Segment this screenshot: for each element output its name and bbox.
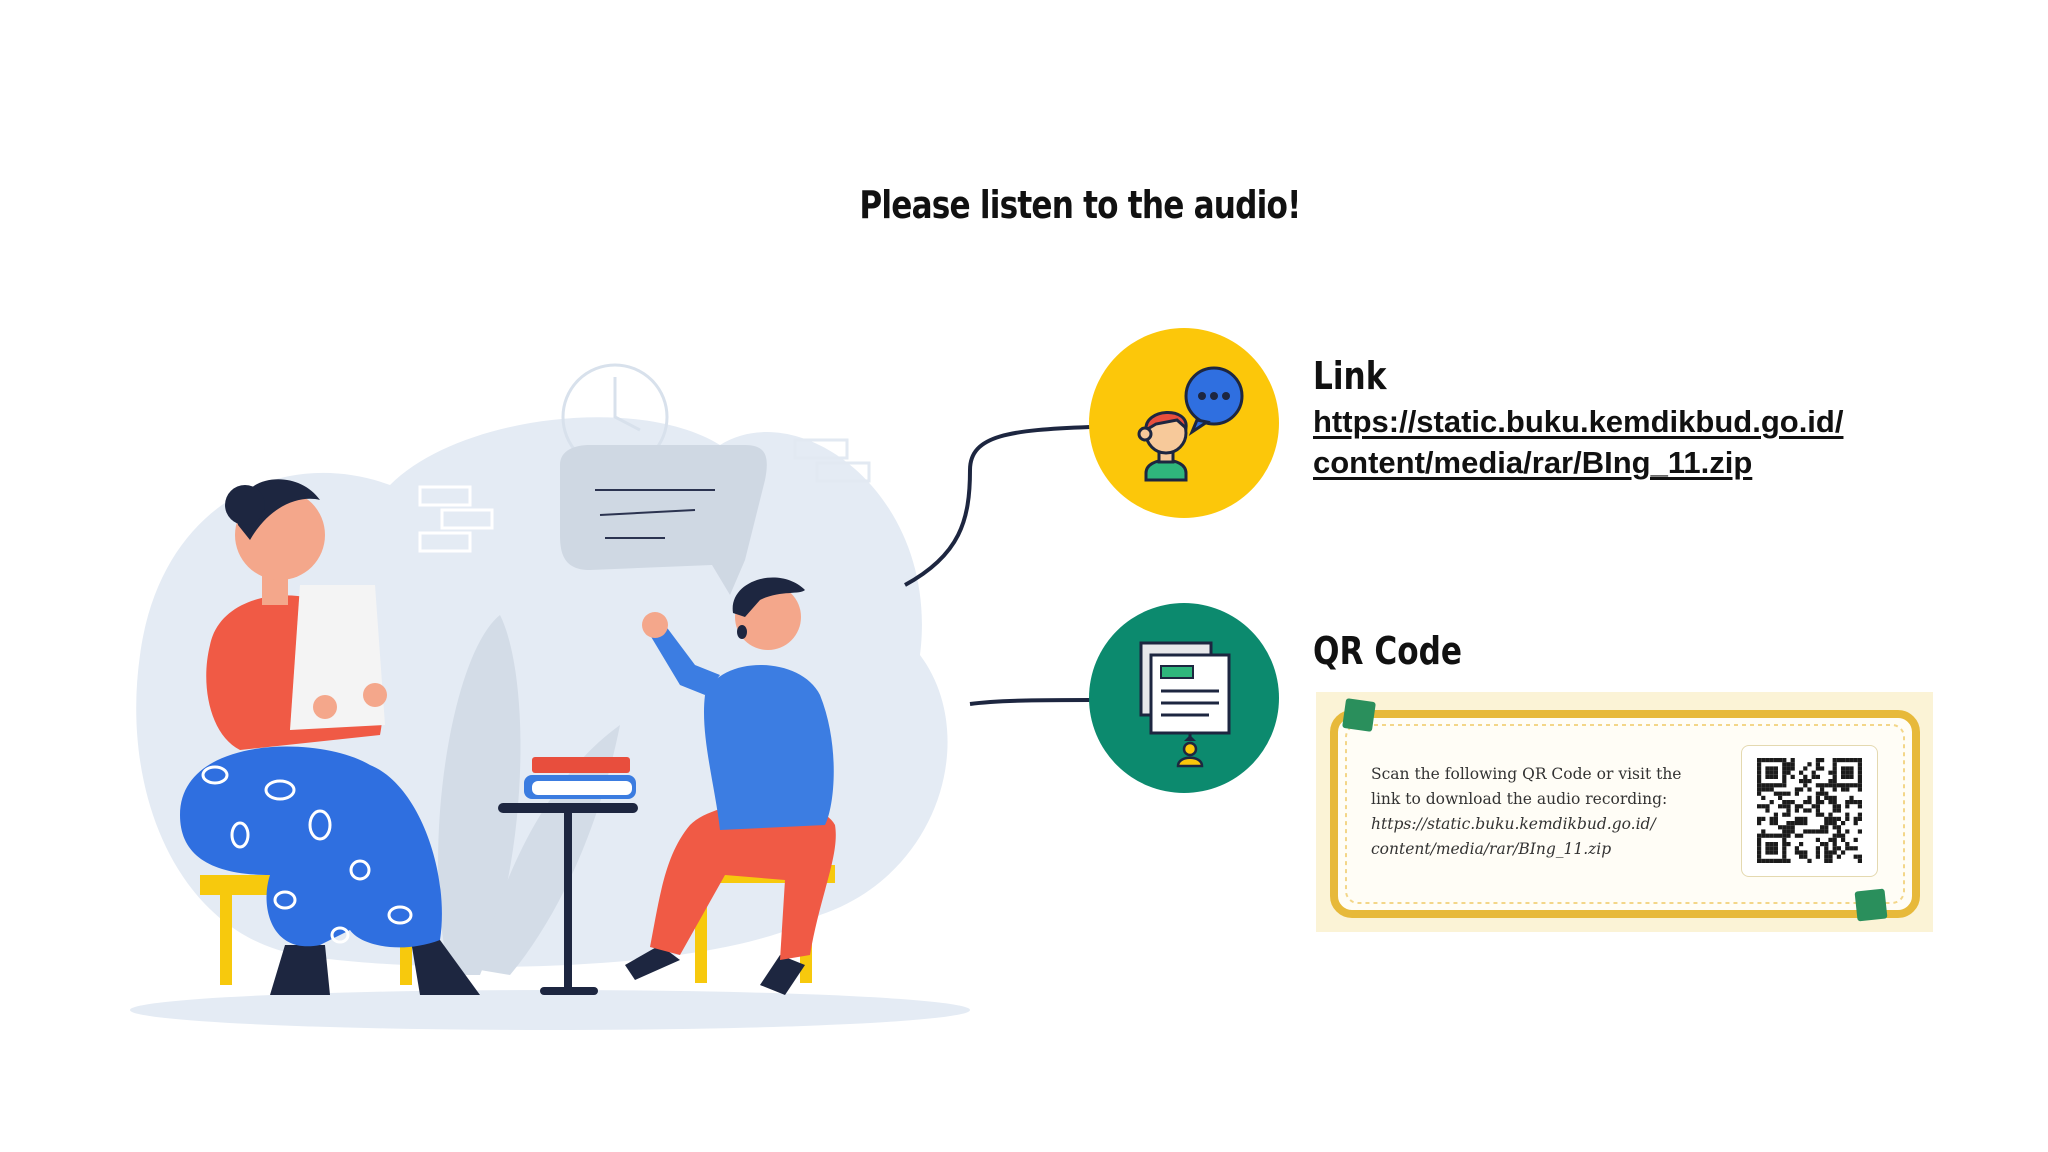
connector-to-qr	[969, 698, 1091, 706]
connector-to-link	[904, 425, 1091, 587]
qr-card: Scan the following QR Code or visit the …	[1316, 692, 1933, 932]
link-url-line-1[interactable]: https://static.buku.kemdikbud.go.id/	[1313, 404, 1844, 439]
qr-instructions: Scan the following QR Code or visit the …	[1371, 762, 1711, 862]
link-circle	[1089, 328, 1279, 518]
qr-code-container	[1741, 745, 1878, 877]
link-heading: Link	[1313, 354, 1387, 398]
page-title: Please listen to the audio!	[859, 183, 1301, 227]
plant-leaf	[438, 615, 521, 975]
bricks-right	[793, 438, 871, 483]
conversation-illustration	[130, 363, 970, 1030]
qr-heading: QR Code	[1313, 629, 1463, 673]
speech-bubble	[560, 445, 767, 595]
books	[532, 757, 630, 773]
qr-code-image[interactable]	[1742, 746, 1877, 876]
floor-shadow	[130, 990, 970, 1030]
table-top	[498, 803, 638, 813]
teacher	[180, 479, 480, 995]
qr-instruction-line: Scan the following QR Code or visit the	[1371, 765, 1682, 783]
news-article-icon	[1139, 641, 1231, 768]
qr-url-line: content/media/rar/BIng_11.zip	[1371, 840, 1612, 858]
qr-instruction-line: link to download the audio recording:	[1371, 790, 1668, 808]
qr-circle	[1089, 603, 1279, 793]
qr-url-line: https://static.buku.kemdikbud.go.id/	[1371, 815, 1656, 833]
chat-people-icon	[1137, 366, 1244, 482]
bricks-left	[418, 485, 494, 553]
connector-lines	[904, 425, 1091, 706]
link-url-line-2[interactable]: content/media/rar/BIng_11.zip	[1313, 445, 1753, 480]
student	[625, 577, 836, 995]
